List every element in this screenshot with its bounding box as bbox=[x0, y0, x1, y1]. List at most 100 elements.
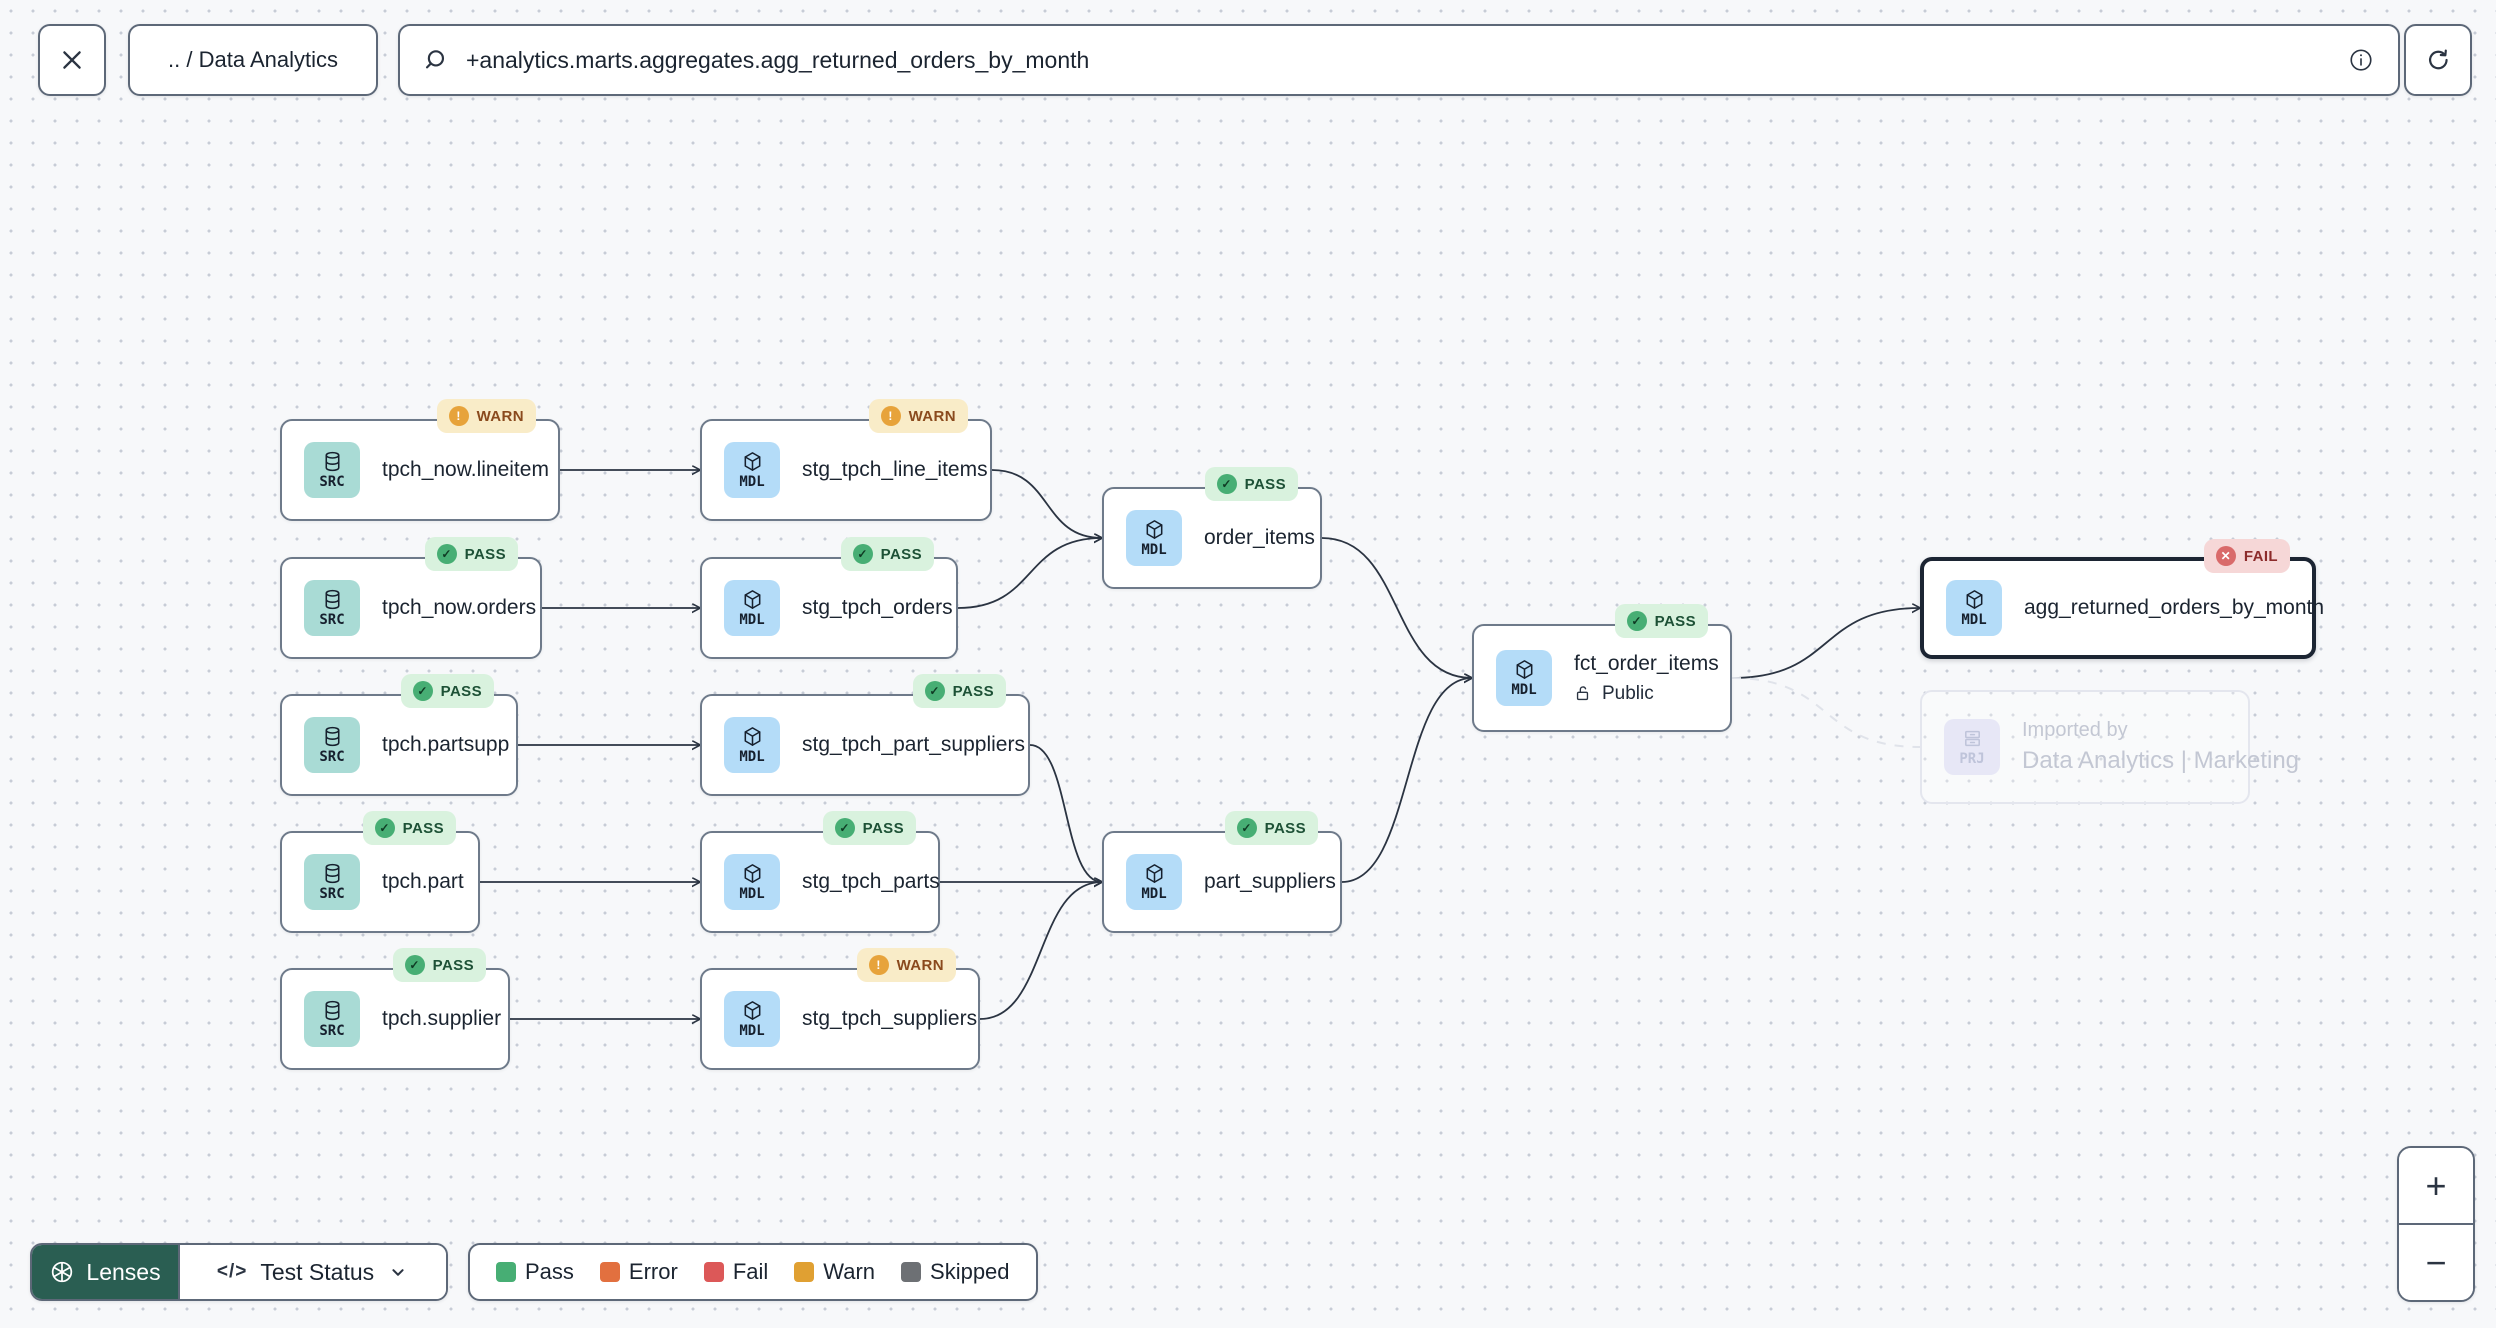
search-bar[interactable] bbox=[398, 24, 2400, 96]
node-title: agg_returned_orders_by_month bbox=[2024, 596, 2325, 619]
legend-item-pass: Pass bbox=[496, 1259, 574, 1285]
node-title: stg_tpch_suppliers bbox=[802, 1007, 978, 1030]
node-type-label: MDL bbox=[1141, 886, 1167, 902]
lenses-button[interactable]: Lenses bbox=[32, 1245, 178, 1299]
status-badge-warn: ! WARN bbox=[856, 948, 956, 982]
node-type-tile-prj: PRJ bbox=[1944, 719, 2000, 775]
status-badge-label: PASS bbox=[880, 545, 922, 563]
zoom-out-button[interactable]: − bbox=[2399, 1225, 2473, 1300]
pass-icon: ✓ bbox=[1626, 611, 1647, 631]
graph-node-tpch_part[interactable]: ✓PASS SRC tpch.part bbox=[280, 811, 480, 933]
node-type-tile-src: SRC bbox=[304, 580, 360, 636]
status-badge-label: PASS bbox=[1654, 612, 1696, 630]
lenses-label: Lenses bbox=[86, 1258, 161, 1285]
pass-icon: ✓ bbox=[924, 681, 945, 701]
status-badge-pass: ✓PASS bbox=[392, 948, 486, 982]
refresh-button[interactable] bbox=[2404, 24, 2472, 96]
cube-icon bbox=[1146, 520, 1162, 539]
legend-item-fail: Fail bbox=[703, 1259, 768, 1285]
search-icon bbox=[425, 50, 445, 69]
edge-fct_order_items-to-imported_by bbox=[1731, 677, 1921, 748]
breadcrumb[interactable]: .. / Data Analytics bbox=[128, 24, 378, 96]
node-title: tpch_now.orders bbox=[382, 596, 537, 619]
node-type-tile-src: SRC bbox=[304, 854, 360, 910]
legend-item-skipped: Skipped bbox=[901, 1259, 1010, 1285]
warn-icon: ! bbox=[868, 955, 889, 975]
lens-control: Lenses </> Test Status bbox=[30, 1243, 448, 1301]
graph-node-part_suppliers[interactable]: ✓ PASS MDL part_suppliers bbox=[1102, 811, 1342, 933]
cube-icon bbox=[1516, 660, 1532, 679]
graph-node-tpch_supplier[interactable]: ✓PASS SRC tpch.supplier bbox=[280, 948, 510, 1070]
status-badge-pass: ✓ PASS bbox=[400, 674, 494, 708]
graph-node-stg_tpch_line_items[interactable]: !WARN MDL stg_tpch_line_items bbox=[700, 399, 992, 521]
project-icon bbox=[1964, 730, 1980, 747]
node-title: stg_tpch_parts bbox=[802, 870, 940, 893]
legend-label: Error bbox=[628, 1259, 678, 1284]
cube-icon bbox=[1966, 590, 1982, 609]
status-badge-label: PASS bbox=[1244, 475, 1286, 493]
status-badge-pass: ✓PASS bbox=[362, 811, 456, 845]
node-title: fct_order_items bbox=[1574, 651, 1719, 675]
status-badge-pass: ✓ PASS bbox=[1204, 467, 1298, 501]
info-icon[interactable] bbox=[2348, 47, 2374, 73]
node-type-tile-src: SRC bbox=[304, 442, 360, 498]
close-button[interactable] bbox=[38, 24, 106, 96]
chevron-down-icon bbox=[392, 1269, 404, 1276]
node-title: tpch.part bbox=[382, 870, 464, 893]
status-badge-fail: ✕FAIL bbox=[2203, 539, 2290, 573]
cube-icon bbox=[1146, 864, 1162, 883]
node-type-tile-mdl: MDL bbox=[724, 854, 780, 910]
node-title: part_suppliers bbox=[1204, 870, 1336, 893]
warn-icon: ! bbox=[880, 406, 901, 426]
legend-swatch-fail bbox=[703, 1262, 724, 1282]
node-title: tpch_now.lineitem bbox=[382, 458, 549, 481]
status-badge-label: WARN bbox=[896, 956, 944, 974]
node-title: tpch.supplier bbox=[382, 1007, 502, 1030]
legend-swatch-warn bbox=[794, 1262, 815, 1282]
lens-selector[interactable]: </> Test Status bbox=[178, 1245, 446, 1299]
legend-swatch-skipped bbox=[901, 1262, 922, 1282]
status-badge-label: PASS bbox=[440, 682, 482, 700]
zoom-divider bbox=[2399, 1223, 2473, 1225]
search-input[interactable] bbox=[466, 46, 2332, 74]
status-badge-label: PASS bbox=[432, 956, 474, 974]
pass-icon: ✓ bbox=[1216, 474, 1237, 494]
code-icon: </> bbox=[216, 1261, 248, 1282]
pass-icon: ✓ bbox=[412, 681, 433, 701]
lens-selector-label: Test Status bbox=[260, 1258, 375, 1285]
status-badge-label: PASS bbox=[1264, 819, 1306, 837]
database-icon bbox=[325, 589, 339, 610]
ghost-node-caption: Imported by bbox=[2022, 719, 2128, 741]
node-title: stg_tpch_line_items bbox=[802, 458, 988, 481]
cube-icon bbox=[744, 864, 760, 883]
node-type-label: MDL bbox=[1511, 682, 1537, 698]
edge-stg_tpch_suppliers-to-part_suppliers bbox=[979, 882, 1102, 1020]
edge-stg_tpch_part_suppliers-to-part_suppliers bbox=[1029, 744, 1102, 882]
cube-icon bbox=[744, 1001, 760, 1020]
node-type-tile-src: SRC bbox=[304, 991, 360, 1047]
pass-icon: ✓ bbox=[1236, 818, 1257, 838]
status-badge-warn: !WARN bbox=[868, 399, 968, 433]
node-type-tile-mdl: MDL bbox=[1946, 580, 2002, 636]
database-icon bbox=[325, 863, 339, 884]
node-type-label: SRC bbox=[319, 886, 345, 902]
edge-fct_order_items-to-agg_returned_orders_by_month bbox=[1731, 608, 1920, 679]
node-title: stg_tpch_orders bbox=[802, 596, 953, 619]
status-badge-pass: ✓ PASS bbox=[1614, 604, 1708, 638]
legend-label: Warn bbox=[823, 1259, 876, 1284]
node-type-label: MDL bbox=[739, 474, 765, 490]
status-badge-label: WARN bbox=[476, 407, 524, 425]
zoom-in-button[interactable]: + bbox=[2399, 1148, 2473, 1223]
graph-node-agg_returned_orders_by_month[interactable]: ✕FAIL MDL agg_returned_orders_by_month bbox=[1920, 539, 2324, 659]
